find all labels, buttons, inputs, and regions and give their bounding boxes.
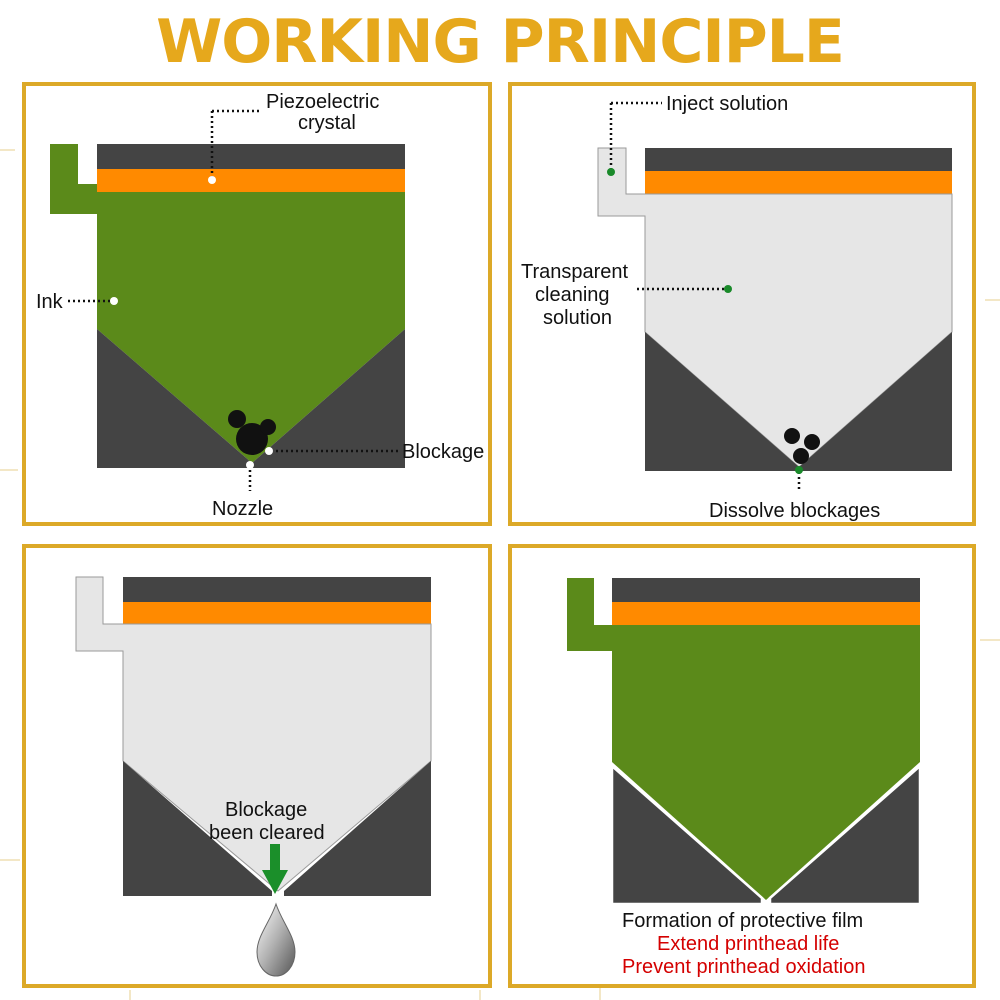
- cleared-label-line1: Blockage: [225, 799, 307, 821]
- dissolving-blockage-icon: [784, 428, 820, 464]
- left-nozzle-wall: [123, 761, 272, 896]
- dissolve-marker: [795, 466, 803, 474]
- printhead-top-plate: [97, 144, 405, 169]
- down-arrow-icon: [262, 844, 288, 894]
- left-nozzle-wall: [97, 329, 252, 468]
- cleaning-label-line1: Transparent: [521, 261, 629, 283]
- printhead-top-plate: [123, 577, 431, 602]
- cleaning-marker: [724, 285, 732, 293]
- right-nozzle-wall: [768, 763, 922, 906]
- right-nozzle-wall: [284, 761, 431, 896]
- ink-channel: [50, 144, 405, 463]
- ink-marker: [110, 297, 118, 305]
- piezo-marker: [208, 176, 216, 184]
- printhead-diagram: Piezoelectric crystal Ink Blockage Nozzl…: [36, 91, 484, 520]
- life-label: Extend printhead life: [657, 933, 839, 955]
- printhead-top-plate: [645, 148, 952, 171]
- panel-ink-loaded: Piezoelectric crystal Ink Blockage Nozzl…: [22, 82, 492, 526]
- piezo-label-line1: Piezoelectric: [266, 91, 379, 113]
- piezoelectric-crystal: [123, 602, 431, 624]
- printhead-diagram: Inject solution Transparent cleaning sol…: [521, 93, 953, 522]
- cleaning-label-line3: solution: [543, 307, 612, 329]
- cleaning-label-line2: cleaning: [535, 284, 610, 306]
- inject-label: Inject solution: [666, 93, 788, 115]
- oxidation-label: Prevent printhead oxidation: [622, 956, 866, 978]
- panel-inject-cleaning: Inject solution Transparent cleaning sol…: [508, 82, 976, 526]
- nozzle-marker: [246, 461, 254, 469]
- printhead-top-plate: [612, 578, 920, 602]
- printhead-diagram: Blockage been cleared: [75, 576, 432, 977]
- ink-label: Ink: [36, 291, 64, 313]
- right-nozzle-wall: [799, 332, 952, 471]
- piezo-leader-line: [210, 109, 262, 180]
- blockage-icon: [228, 410, 276, 455]
- page-title: WORKING PRINCIPLE: [156, 7, 845, 77]
- ink-channel: [567, 578, 920, 900]
- right-nozzle-wall: [252, 329, 405, 468]
- piezoelectric-crystal: [612, 602, 920, 625]
- inject-leader-line: [609, 101, 662, 170]
- nozzle-label: Nozzle: [212, 498, 273, 520]
- panel-protective-film: Formation of protective film Extend prin…: [508, 544, 976, 988]
- droplet-icon: [256, 902, 296, 977]
- left-nozzle-wall: [610, 763, 764, 906]
- piezoelectric-crystal: [645, 171, 952, 194]
- cleared-label-line2: been cleared: [209, 822, 325, 844]
- blockage-label: Blockage: [402, 441, 484, 463]
- film-label: Formation of protective film: [622, 910, 863, 932]
- piezoelectric-crystal: [97, 169, 405, 192]
- dissolve-label: Dissolve blockages: [709, 500, 880, 522]
- piezo-label-line2: crystal: [298, 112, 356, 134]
- left-nozzle-wall: [645, 332, 799, 471]
- panel-blockage-cleared: Blockage been cleared: [22, 544, 492, 988]
- blockage-marker: [265, 447, 273, 455]
- inject-marker: [607, 168, 615, 176]
- printhead-diagram: Formation of protective film Extend prin…: [567, 578, 922, 978]
